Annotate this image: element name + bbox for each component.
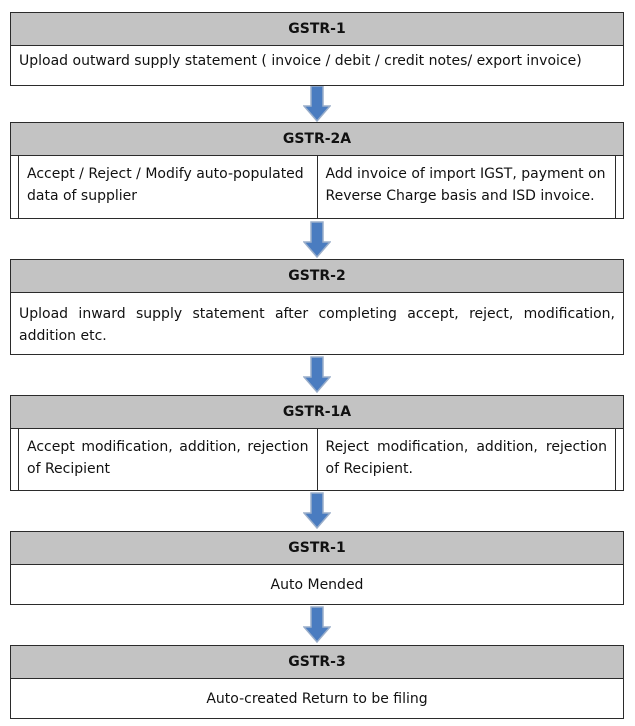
- down-arrow-icon: [303, 356, 331, 394]
- gstr2a-right-cell: Add invoice of import IGST, payment on R…: [318, 156, 616, 218]
- gstr1a-right-cell: Reject modification, addition, rejection…: [318, 429, 616, 490]
- gstr1-auto-header: GSTR-1: [10, 531, 624, 565]
- down-arrow-icon: [303, 606, 331, 644]
- gstr2-text-line2: addition etc.: [19, 328, 107, 344]
- gstr1-auto-description: Auto Mended: [10, 565, 624, 605]
- gstr1-header: GSTR-1: [10, 12, 624, 46]
- down-arrow-icon: [303, 221, 331, 259]
- gstr1a-right-line1: Reject modification, addition, rejection: [325, 439, 608, 455]
- gstr1a-right-line2: of Recipient.: [325, 461, 413, 477]
- gstr2a-left-cell: Accept / Reject / Modify auto-populated …: [18, 156, 318, 218]
- gstr2a-body: Accept / Reject / Modify auto-populated …: [10, 156, 624, 219]
- gstr3-description: Auto-created Return to be filing: [10, 679, 624, 719]
- gstr1-description: Upload outward supply statement ( invoic…: [10, 46, 624, 86]
- gstr2a-header: GSTR-2A: [10, 122, 624, 156]
- gstr1a-header: GSTR-1A: [10, 395, 624, 429]
- gstr2-header: GSTR-2: [10, 259, 624, 293]
- gstr1a-left-cell: Accept modification, addition, rejection…: [18, 429, 318, 490]
- gstr2-text-line1: Upload inward supply statement after com…: [19, 306, 615, 322]
- down-arrow-icon: [303, 492, 331, 530]
- gstr3-header: GSTR-3: [10, 645, 624, 679]
- gstr1a-body: Accept modification, addition, rejection…: [10, 429, 624, 491]
- gstr1a-left-line2: of Recipient: [27, 461, 110, 477]
- gstr2-description: Upload inward supply statement after com…: [10, 293, 624, 355]
- down-arrow-icon: [303, 86, 331, 122]
- gstr1a-left-line1: Accept modification, addition, rejection: [27, 439, 309, 455]
